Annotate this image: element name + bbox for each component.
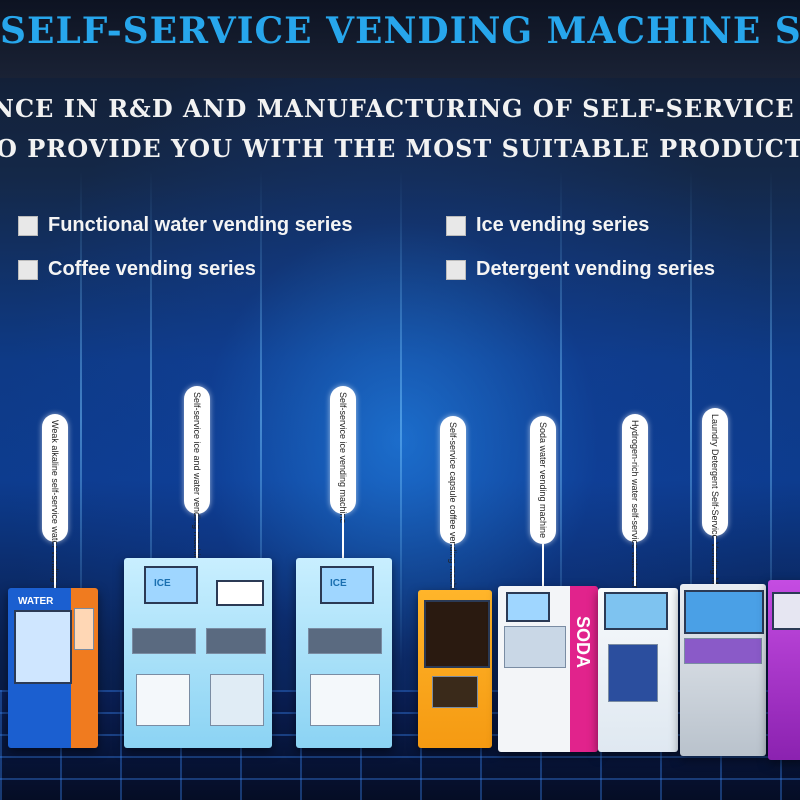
page-title: SELF-SERVICE VENDING MACHINE SERIES <box>0 10 800 52</box>
machine-partial-purple <box>768 580 800 760</box>
callout-label: Laundry Detergent Self-Service Vending M… <box>710 414 720 612</box>
machine-soda: SODA <box>498 586 598 752</box>
title-band <box>0 0 800 78</box>
callout-label: Weak alkaline self-service water vending… <box>50 420 60 619</box>
machine-panel <box>684 638 762 664</box>
checkbox-square-icon <box>18 215 38 236</box>
machine-panel <box>308 628 382 654</box>
machine-dispense-bay <box>432 676 478 708</box>
callout-label: Hydrogen-rich water self-service water v… <box>630 420 640 645</box>
category-label: Functional water vending series <box>48 214 353 236</box>
machine-ice: ICE <box>296 558 392 748</box>
machine-capsule-coffee <box>418 590 492 748</box>
checkbox-square-icon <box>18 259 38 280</box>
callout-pin <box>634 542 636 586</box>
machine-screen <box>772 592 800 630</box>
callout-label: Self-service ice vending machine <box>338 392 348 524</box>
machine-laundry-detergent <box>680 584 766 756</box>
callout-weak-alkaline: Weak alkaline self-service water vending… <box>42 414 68 619</box>
light-streak <box>80 170 82 670</box>
machine-screen <box>216 580 264 606</box>
category-coffee: Coffee vending series <box>18 258 256 281</box>
machine-screen <box>14 610 72 684</box>
category-functional-water: Functional water vending series <box>18 214 353 237</box>
light-streak <box>260 170 262 670</box>
callout-pin <box>714 536 716 584</box>
callout-label: Soda water vending machine <box>538 422 548 539</box>
checkbox-square-icon <box>446 215 466 236</box>
callout-label: Self-service capsule coffee vending mach… <box>448 422 458 600</box>
category-label: Coffee vending series <box>48 258 256 280</box>
machine-screen <box>506 592 550 622</box>
subtitle-line-1: NCE IN R&D AND MANUFACTURING OF SELF-SER… <box>0 94 795 123</box>
light-streak <box>560 170 562 670</box>
light-streak <box>400 170 402 670</box>
light-streak <box>690 170 692 670</box>
machine-screen <box>684 590 764 634</box>
machine-dispense-bay <box>210 674 264 726</box>
machine-ice-and-water: ICE <box>124 558 272 748</box>
machine-brand: ICE <box>330 578 347 589</box>
machine-panel <box>132 628 196 654</box>
machine-screen <box>604 592 668 630</box>
callout-pin <box>342 514 344 558</box>
machine-panel <box>504 626 566 668</box>
machine-hydrogen-water <box>598 588 678 752</box>
callout-ice: Self-service ice vending machine <box>330 386 356 524</box>
machine-brand: SODA <box>573 616 593 669</box>
machine-screen <box>424 600 490 668</box>
category-label: Detergent vending series <box>476 258 715 280</box>
callout-pin <box>54 542 56 592</box>
machine-brand: WATER <box>18 596 54 607</box>
checkbox-square-icon <box>446 259 466 280</box>
machine-screen <box>320 566 374 604</box>
callout-hydrogen-water: Hydrogen-rich water self-service water v… <box>622 414 648 644</box>
callout-ice-and-water: Self-service ice and water vending machi… <box>184 386 210 566</box>
subtitle-line-2: O PROVIDE YOU WITH THE MOST SUITABLE PRO… <box>0 134 800 163</box>
callout-capsule-coffee: Self-service capsule coffee vending mach… <box>440 416 466 600</box>
machine-weak-alkaline-water: WATER <box>8 588 98 748</box>
category-detergent: Detergent vending series <box>446 258 715 281</box>
machine-dispense-bay <box>608 644 658 702</box>
light-streak <box>770 170 772 670</box>
category-ice: Ice vending series <box>446 214 649 237</box>
machine-panel <box>206 628 266 654</box>
callout-label: Self-service ice and water vending machi… <box>192 392 202 566</box>
callout-laundry-detergent: Laundry Detergent Self-Service Vending M… <box>702 408 728 611</box>
machine-brand: ICE <box>154 578 171 589</box>
machine-panel <box>74 608 94 650</box>
callout-soda: Soda water vending machine <box>530 416 556 544</box>
callout-pin <box>542 544 544 588</box>
machine-screen <box>144 566 198 604</box>
category-label: Ice vending series <box>476 214 650 236</box>
machine-dispense-bay <box>136 674 190 726</box>
light-streak <box>150 170 152 670</box>
callout-pin <box>452 544 454 588</box>
callout-pin <box>196 514 198 558</box>
machine-dispense-bay <box>310 674 380 726</box>
